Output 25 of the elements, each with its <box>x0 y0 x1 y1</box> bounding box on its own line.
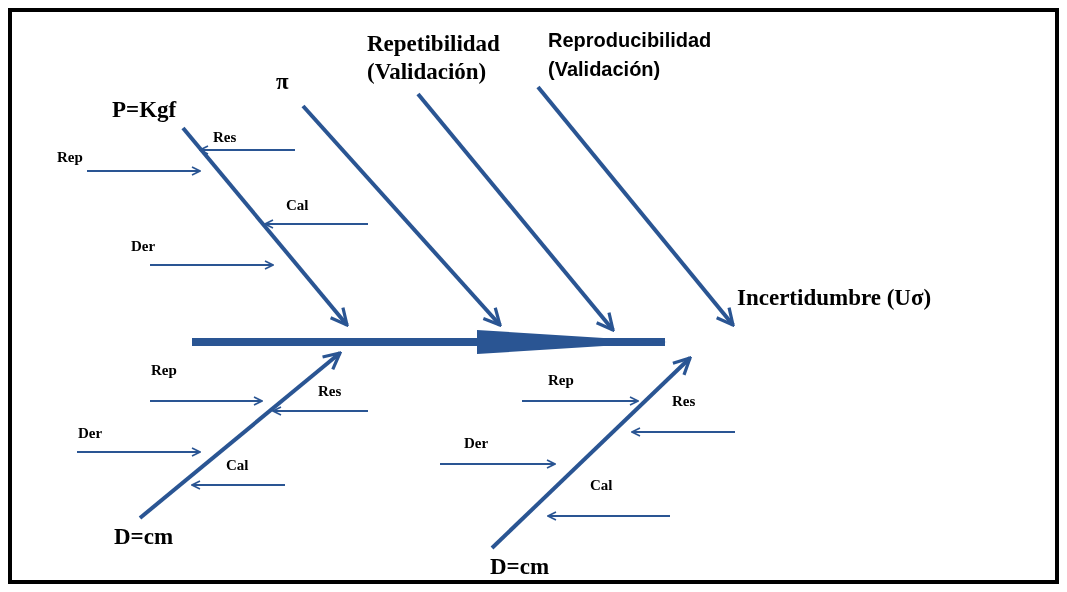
bone-arrow <box>490 356 692 550</box>
sub-cause-label: Der <box>464 434 489 452</box>
bone-arrow <box>138 351 342 520</box>
cause-label: π <box>276 68 289 96</box>
cause-label: D=cm <box>114 523 174 551</box>
sub-cause-label: Cal <box>226 456 249 474</box>
sub-cause-label: Res <box>672 392 696 410</box>
effect-label: Incertidumbre (Uσ) <box>737 284 932 312</box>
cause-label: Repetibilidad (Validación) <box>367 30 501 86</box>
bone-arrow <box>301 104 502 327</box>
sub-cause-label: Res <box>213 128 237 146</box>
sub-cause-label: Rep <box>151 361 177 379</box>
sub-cause-label: Der <box>78 424 103 442</box>
sub-cause-label: Rep <box>57 148 83 166</box>
bone-arrow <box>416 92 615 332</box>
sub-cause-label: Cal <box>286 196 309 214</box>
sub-cause-label: Rep <box>548 371 574 389</box>
bone-arrow <box>181 126 349 327</box>
cause-label: D=cm <box>490 553 550 581</box>
sub-cause-label: Der <box>131 237 156 255</box>
cause-label: Reproducibilidad (Validación) <box>548 28 713 82</box>
bone-arrow <box>536 85 735 327</box>
sub-cause-label: Cal <box>590 476 613 494</box>
sub-cause-label: Res <box>318 382 342 400</box>
cause-label: P=Kgf <box>112 96 177 124</box>
